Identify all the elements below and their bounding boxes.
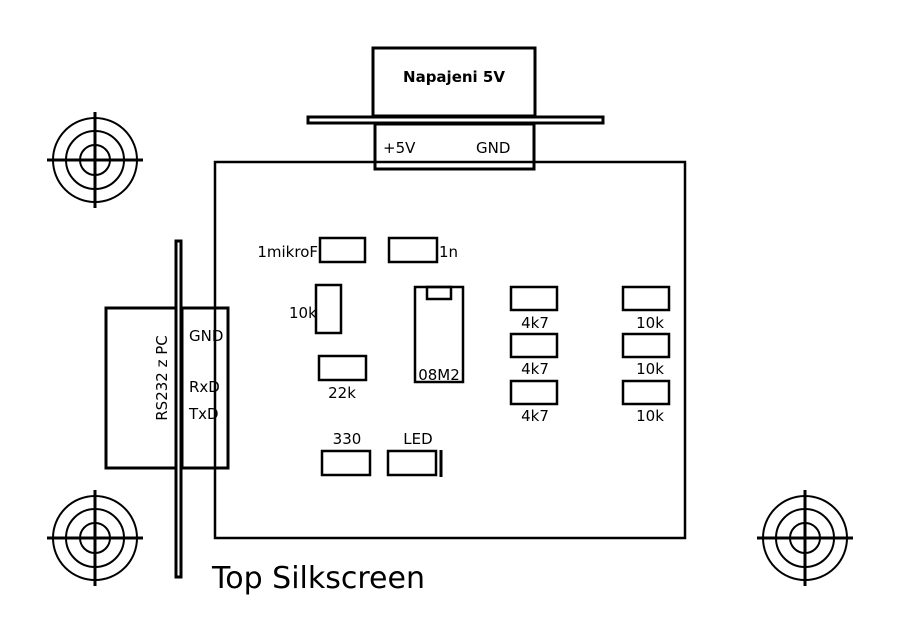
resistor-4k7-3-outline — [509, 379, 559, 406]
serial-connector-name: RS232 z PC — [153, 335, 171, 421]
resistor-10k-2: 10k — [621, 332, 671, 378]
power-connector-name: Napajeni 5V — [403, 68, 505, 86]
ic-08m2: 08M2 — [413, 285, 465, 384]
resistor-10k-vertical: 10k — [289, 283, 343, 335]
led-outline — [386, 449, 438, 477]
resistor-10k-3-outline — [621, 379, 671, 406]
mounting-hole-bottom-right — [757, 490, 853, 586]
resistor-10k-2-outline — [621, 332, 671, 359]
capacitor-1mikrof-label: 1mikroF — [257, 243, 318, 261]
serial-pin-txd-label: TxD — [188, 405, 219, 423]
led: LED — [386, 430, 443, 477]
capacitor-1mikrof: 1mikroF — [257, 236, 367, 264]
power-connector: Napajeni 5V +5V GND — [306, 46, 605, 171]
power-pin-5v-label: +5V — [383, 139, 416, 157]
resistor-22k-outline — [317, 354, 368, 382]
resistor-10k-1-outline — [621, 285, 671, 312]
resistor-10k-vertical-label: 10k — [289, 304, 317, 322]
resistor-330: 330 — [320, 430, 372, 477]
resistor-10k-3-label: 10k — [636, 407, 664, 425]
resistor-4k7-2: 4k7 — [509, 332, 559, 378]
resistor-4k7-2-outline — [509, 332, 559, 359]
capacitor-1n: 1n — [387, 236, 458, 264]
led-label: LED — [403, 430, 432, 448]
resistor-4k7-1-label: 4k7 — [521, 314, 549, 332]
resistor-330-label: 330 — [333, 430, 362, 448]
capacitor-1n-label: 1n — [439, 243, 458, 261]
serial-connector: RS232 z PC GND RxD TxD — [104, 239, 230, 579]
ic-08m2-label: 08M2 — [418, 366, 460, 384]
resistor-10k-vertical-outline — [314, 283, 343, 335]
drawing-title: Top Silkscreen — [211, 561, 425, 596]
ic-08m2-notch — [425, 285, 453, 301]
resistor-4k7-2-label: 4k7 — [521, 360, 549, 378]
resistor-10k-2-label: 10k — [636, 360, 664, 378]
resistor-10k-1-label: 10k — [636, 314, 664, 332]
board-outline — [213, 160, 687, 540]
resistor-22k: 22k — [317, 354, 368, 402]
power-connector-pins-area — [373, 122, 536, 171]
resistor-4k7-1-outline — [509, 285, 559, 312]
resistor-4k7-1: 4k7 — [509, 285, 559, 332]
serial-connector-pins-area — [180, 306, 230, 470]
resistor-10k-1: 10k — [621, 285, 671, 332]
resistor-4k7-3-label: 4k7 — [521, 407, 549, 425]
power-connector-flange — [306, 115, 605, 125]
capacitor-1n-outline — [387, 236, 439, 264]
power-pin-gnd-label: GND — [476, 139, 510, 157]
serial-connector-flange — [174, 239, 183, 579]
mounting-hole-top-left — [47, 112, 143, 208]
capacitor-1mikrof-outline — [318, 236, 367, 264]
resistor-22k-label: 22k — [328, 384, 356, 402]
resistor-10k-3: 10k — [621, 379, 671, 425]
serial-pin-rxd-label: RxD — [189, 378, 220, 396]
resistor-4k7-3: 4k7 — [509, 379, 559, 425]
mounting-hole-bottom-left — [47, 490, 143, 586]
serial-pin-gnd-label: GND — [189, 327, 223, 345]
resistor-330-outline — [320, 449, 372, 477]
